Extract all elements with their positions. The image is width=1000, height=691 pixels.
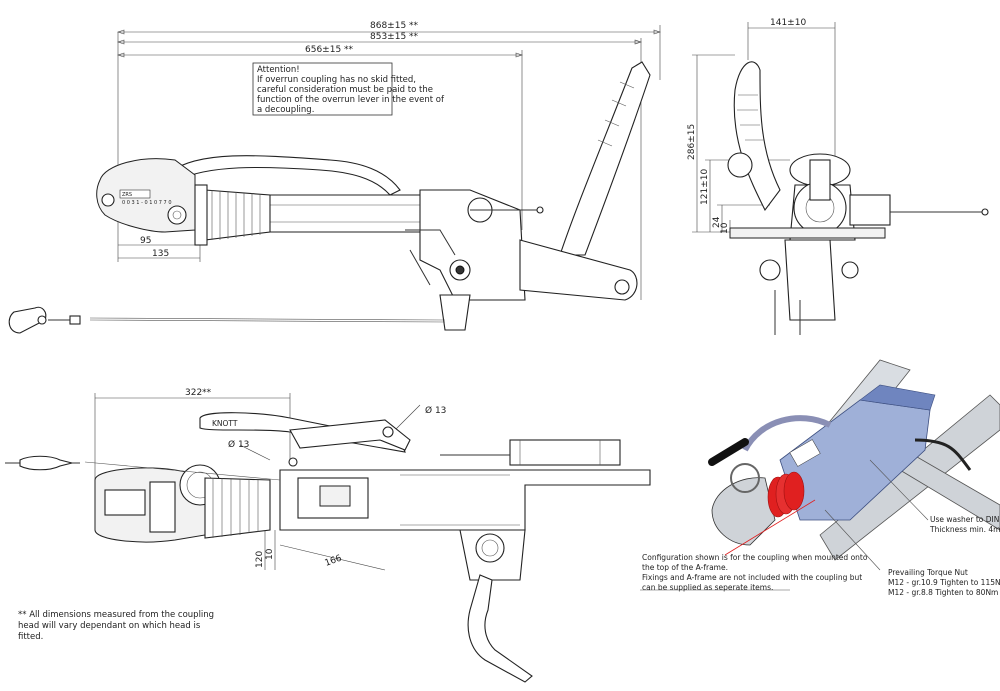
dim-121: 121±10 xyxy=(700,169,710,205)
dim-166: 166 xyxy=(324,553,344,568)
top-view: 322** Ø 13 Ø 13 166 120 10 KNOTT xyxy=(5,388,651,683)
washer-note-2: Thickness min. 4mm xyxy=(929,525,1000,534)
end-view: 141±10 286±15 121±10 24 10 xyxy=(687,18,989,335)
footnote-line-3: fitted. xyxy=(18,632,43,642)
footnote-line-1: ** All dimensions measured from the coup… xyxy=(18,610,214,620)
dim-286: 286±15 xyxy=(687,124,697,160)
top-coupling-drawing: KNOTT xyxy=(5,412,651,683)
dim-95: 95 xyxy=(140,236,151,246)
attention-line-4: function of the overrun lever in the eve… xyxy=(257,95,445,105)
dim-656: 656±15 ** xyxy=(305,45,354,55)
dim-141: 141±10 xyxy=(770,18,806,28)
config-note-1: Configuration shown is for the coupling … xyxy=(642,553,868,562)
attention-line-2: If overrun coupling has no skid fitted, xyxy=(257,75,416,85)
iso-view: Use washer to DIN 7349 Thickness min. 4m… xyxy=(640,359,1000,597)
coupling-head-steel xyxy=(711,477,776,546)
dim-10-top: 10 xyxy=(265,548,275,560)
side-coupling-drawing: ZRS 0 0 3 1 - 0 1 0 7 7 0 xyxy=(96,61,651,331)
dim-868: 868±15 ** xyxy=(370,21,419,31)
end-coupling-drawing xyxy=(727,61,989,335)
end-dimension-lines xyxy=(692,22,836,233)
dim-24: 24 xyxy=(712,216,722,228)
washer-note-1: Use washer to DIN 7349 xyxy=(930,515,1000,524)
dim-10-end: 10 xyxy=(720,222,730,234)
dim-120: 120 xyxy=(255,551,265,568)
dim-322: 322** xyxy=(185,388,212,398)
handle-brand-label: KNOTT xyxy=(212,419,238,428)
dim-853: 853±15 ** xyxy=(370,32,419,42)
footnote: ** All dimensions measured from the coup… xyxy=(18,610,214,642)
attention-line-1: Attention! xyxy=(257,65,300,75)
a-frame-rail-upper xyxy=(819,394,1000,561)
torque-note-3: M12 - gr.8.8 Tighten to 80Nm xyxy=(888,588,998,597)
config-note-2: the top of the A-frame. xyxy=(642,563,728,572)
bellows-red xyxy=(767,471,805,518)
dim-dia13-a: Ø 13 xyxy=(425,405,446,416)
dim-dia13-b: Ø 13 xyxy=(228,439,249,450)
footnote-line-2: head will vary dependant on which head i… xyxy=(18,621,201,631)
attention-line-3: careful consideration must be paid to th… xyxy=(257,85,433,95)
torque-note-2: M12 - gr.10.9 Tighten to 115Nm xyxy=(888,578,1000,587)
config-note-4: can be supplied as seperate items. xyxy=(642,583,773,592)
torque-note-1: Prevailing Torque Nut xyxy=(888,568,968,577)
side-breakaway-cable xyxy=(8,306,446,334)
dim-135: 135 xyxy=(152,249,169,259)
head-label-code: 0 0 3 1 - 0 1 0 7 7 0 xyxy=(122,200,172,206)
config-note-3: Fixings and A-frame are not included wit… xyxy=(642,573,862,582)
attention-line-5: a decoupling. xyxy=(257,105,314,115)
attention-note-box: Attention! If overrun coupling has no sk… xyxy=(252,62,445,116)
handle-lever xyxy=(742,415,832,452)
side-view: 868±15 ** 853±15 ** 656±15 ** 95 135 Att… xyxy=(8,21,661,334)
head-label-zrs: ZRS xyxy=(122,192,132,198)
